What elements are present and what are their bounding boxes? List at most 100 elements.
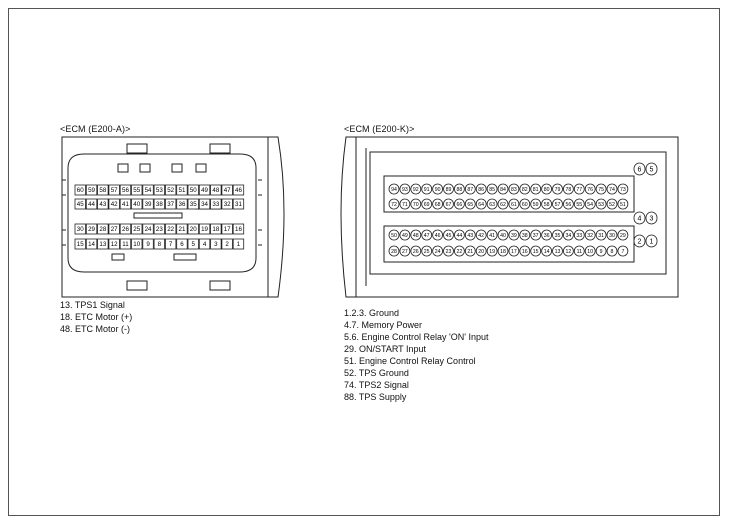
pin-number: 58 <box>99 187 106 194</box>
pin-number: 12 <box>111 241 118 248</box>
pin-number: 54 <box>587 202 593 208</box>
pin-number: 43 <box>99 201 106 208</box>
pin: 24 <box>142 223 154 235</box>
pin: 86 <box>475 183 487 195</box>
pin-number: 39 <box>145 201 152 208</box>
pin: 69 <box>421 198 433 210</box>
pin-number: 32 <box>224 201 231 208</box>
pin-number: 50 <box>391 233 397 239</box>
pin-number: 40 <box>500 233 506 239</box>
pin: 53 <box>595 198 607 210</box>
pin: 9 <box>595 245 607 257</box>
pin-number: 6 <box>638 167 642 174</box>
pin: 88 <box>453 183 465 195</box>
pin-number: 41 <box>489 233 495 239</box>
pin: 31 <box>232 198 245 210</box>
pin-number: 59 <box>533 202 539 208</box>
pin-number: 23 <box>156 226 163 233</box>
pin: 89 <box>443 183 454 195</box>
pin: 18 <box>497 245 509 257</box>
pin: 22 <box>164 223 177 235</box>
pin: 1 <box>232 238 245 250</box>
pin-number: 14 <box>544 249 550 255</box>
pin: 39 <box>142 198 154 210</box>
pin-number: 57 <box>555 202 561 208</box>
pin-number: 45 <box>77 201 84 208</box>
pin: 39 <box>508 229 520 241</box>
pin: 76 <box>584 183 596 195</box>
pin: 87 <box>464 183 476 195</box>
pin: 29 <box>85 223 98 235</box>
pin-number: 29 <box>88 226 95 233</box>
pin-number: 74 <box>609 187 615 193</box>
pin-number: 24 <box>435 249 441 255</box>
pin-number: 16 <box>235 226 242 233</box>
pin: 5 <box>645 162 658 176</box>
pin: 49 <box>399 229 411 241</box>
pin-number: 56 <box>122 187 129 194</box>
pin: 20 <box>475 245 487 257</box>
pin: 91 <box>421 183 433 195</box>
pin: 67 <box>443 198 454 210</box>
pin-number: 27 <box>402 249 408 255</box>
pin: 12 <box>108 238 120 250</box>
pin: 80 <box>541 183 552 195</box>
pin: 19 <box>198 223 211 235</box>
pin-number: 54 <box>145 187 152 194</box>
pin: 52 <box>606 198 618 210</box>
pin: 81 <box>530 183 542 195</box>
connector-k-legend: 1.2.3. Ground 4.7. Memory Power 5.6. Eng… <box>344 307 489 403</box>
pin: 32 <box>584 229 596 241</box>
pin: 57 <box>108 184 120 196</box>
pin-number: 23 <box>446 249 452 255</box>
pin: 79 <box>552 183 563 195</box>
pin: 36 <box>176 198 188 210</box>
pin-number: 84 <box>500 187 506 193</box>
pin: 44 <box>453 229 465 241</box>
pin: 37 <box>164 198 177 210</box>
pin-number: 67 <box>446 202 452 208</box>
pin: 62 <box>497 198 509 210</box>
legend-item: 18. ETC Motor (+) <box>60 312 133 322</box>
pin-number: 4 <box>638 216 642 223</box>
pin-number: 76 <box>587 187 593 193</box>
pin-number: 47 <box>224 187 231 194</box>
pin-number: 10 <box>133 241 140 248</box>
pin-number: 29 <box>620 233 626 239</box>
pin-number: 15 <box>533 249 539 255</box>
pin-number: 46 <box>435 233 441 239</box>
pin-number: 42 <box>111 201 118 208</box>
pin-number: 90 <box>435 187 441 193</box>
pin: 26 <box>410 245 422 257</box>
pin: 51 <box>176 184 188 196</box>
pin-number: 15 <box>77 241 84 248</box>
pin: 63 <box>486 198 498 210</box>
pin-number: 45 <box>446 233 452 239</box>
pin-number: 86 <box>478 187 484 193</box>
pin-number: 18 <box>500 249 506 255</box>
pin: 19 <box>486 245 498 257</box>
pin: 4 <box>633 211 646 225</box>
pin-number: 82 <box>522 187 528 193</box>
pin: 82 <box>519 183 531 195</box>
pin-number: 11 <box>577 249 582 255</box>
pin-number: 7 <box>621 249 624 255</box>
pin: 72 <box>388 198 400 210</box>
pin-number: 33 <box>212 201 219 208</box>
pin-number: 36 <box>544 233 550 239</box>
pin: 28 <box>388 245 400 257</box>
pin: 27 <box>399 245 411 257</box>
pin: 40 <box>497 229 509 241</box>
pin-number: 81 <box>533 187 539 193</box>
pin-number: 2 <box>225 241 229 248</box>
pin: 16 <box>519 245 531 257</box>
pin: 38 <box>153 198 166 210</box>
pin: 43 <box>97 198 109 210</box>
pin-number: 72 <box>391 202 397 208</box>
pin: 85 <box>486 183 498 195</box>
pin: 15 <box>74 238 86 250</box>
pin-number: 35 <box>190 201 197 208</box>
pin-number: 1 <box>650 239 654 246</box>
pin-number: 17 <box>511 249 517 255</box>
pin: 3 <box>645 211 658 225</box>
